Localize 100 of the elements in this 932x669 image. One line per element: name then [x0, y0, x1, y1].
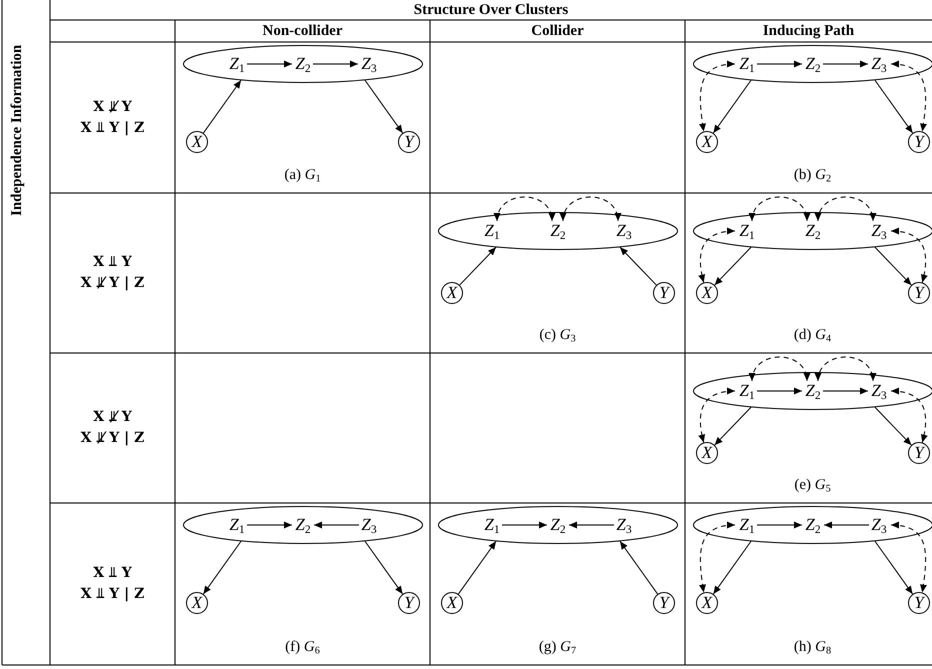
arrow	[756, 60, 802, 68]
cluster-ellipse	[438, 506, 678, 544]
dashed-arrow	[699, 61, 736, 132]
arrow	[822, 388, 868, 394]
variable-circle: Y	[398, 592, 420, 614]
figure-caption: (a) G$_{1}$	[283, 166, 322, 185]
column-header: Collider	[530, 22, 585, 41]
arrow	[874, 406, 912, 446]
arrow	[712, 80, 752, 134]
dashed-arrow	[698, 388, 736, 444]
arrow	[822, 60, 868, 68]
variable-label: Z$_{3}$	[865, 54, 893, 74]
variable-circle: X	[696, 592, 718, 614]
column-header: Non-collider	[262, 22, 344, 41]
variable-circle: X	[696, 442, 718, 464]
variable-circle: X	[696, 131, 718, 153]
variable-circle: Y	[908, 131, 930, 153]
arrow	[874, 80, 914, 134]
arrow	[824, 522, 870, 528]
arrow	[202, 540, 242, 595]
arrow	[714, 246, 752, 286]
dashed-arrow	[750, 356, 810, 382]
figure-caption: (b) G$_{2}$	[792, 166, 832, 185]
variable-circle: X	[696, 282, 718, 304]
figure-caption: (c) G$_{3}$	[538, 326, 577, 345]
variable-label: Z$_{3}$	[865, 515, 893, 535]
arrow	[568, 522, 614, 528]
arrow	[202, 80, 242, 134]
arrow	[246, 60, 292, 68]
arrow	[314, 522, 360, 528]
variable-label: Z$_{3}$	[355, 54, 383, 74]
variable-label: Z$_{1}$	[733, 221, 761, 241]
variable-label: Z$_{1}$	[733, 515, 761, 535]
variable-label: Z$_{2}$	[799, 54, 827, 74]
cluster-ellipse	[183, 45, 423, 83]
variable-label: Z$_{1}$	[223, 54, 251, 74]
cluster-ellipse	[183, 506, 423, 544]
dashed-arrow	[816, 356, 876, 382]
arrow	[756, 388, 802, 394]
variable-label: Z$_{1}$	[733, 381, 761, 401]
dashed-arrow	[890, 228, 928, 284]
cluster-ellipse	[438, 212, 678, 250]
dashed-arrow	[750, 196, 810, 222]
row-group-header: Independence Information	[8, 43, 26, 218]
independence-statement: X ⫫ Y	[92, 564, 133, 583]
dashed-arrow	[890, 388, 928, 444]
table-title: Structure Over Clusters	[412, 1, 570, 20]
independence-statement: X ⫫̸ Y	[92, 408, 133, 427]
arrow	[874, 246, 912, 286]
dashed-arrow	[816, 196, 876, 222]
variable-label: Z$_{3}$	[865, 221, 893, 241]
arrow	[312, 60, 358, 68]
figure-caption: (e) G$_{5}$	[793, 476, 832, 495]
variable-circle: Y	[908, 442, 930, 464]
variable-label: Z$_{2}$	[799, 381, 827, 401]
column-header: Inducing Path	[762, 22, 856, 41]
variable-label: Z$_{2}$	[799, 221, 827, 241]
arrow	[458, 540, 496, 595]
variable-circle: Y	[653, 592, 675, 614]
variable-circle: X	[186, 131, 208, 153]
dashed-arrow	[890, 522, 927, 594]
variable-label: Z$_{2}$	[289, 54, 317, 74]
arrow	[364, 540, 404, 595]
arrow	[620, 540, 658, 595]
variable-label: Z$_{1}$	[478, 221, 506, 241]
dashed-arrow	[890, 61, 927, 132]
variable-label: Z$_{3}$	[610, 221, 638, 241]
variable-label: Z$_{2}$	[544, 515, 572, 535]
figure-caption: (g) G$_{7}$	[538, 638, 578, 657]
arrow	[364, 80, 404, 134]
dashed-arrow	[560, 196, 620, 222]
independence-statement: X ⫫̸ Y | Z	[80, 429, 146, 448]
arrow	[714, 406, 752, 446]
arrow	[459, 246, 496, 286]
independence-statement: X ⫫ Y	[92, 253, 133, 272]
variable-circle: Y	[908, 282, 930, 304]
dashed-arrow	[698, 228, 736, 284]
arrow	[756, 522, 802, 528]
variable-circle: Y	[653, 282, 675, 304]
arrow	[502, 522, 548, 528]
figure-caption: (f) G$_{6}$	[284, 638, 321, 657]
independence-statement: X ⫫ Y | Z	[80, 118, 146, 138]
arrow	[874, 540, 914, 595]
variable-label: Z$_{1}$	[733, 54, 761, 74]
variable-label: Z$_{3}$	[355, 515, 383, 535]
variable-label: Z$_{1}$	[223, 515, 251, 535]
independence-statement: X ⫫̸ Y	[92, 98, 133, 116]
variable-circle: X	[441, 282, 463, 304]
arrow	[620, 246, 657, 286]
variable-label: Z$_{2}$	[799, 515, 827, 535]
variable-circle: X	[186, 592, 208, 614]
figure-caption: (h) G$_{8}$	[792, 638, 832, 657]
variable-circle: Y	[908, 592, 930, 614]
independence-statement: X ⫫ Y | Z	[80, 585, 146, 604]
dashed-arrow	[699, 522, 736, 594]
variable-circle: X	[441, 592, 463, 614]
variable-label: Z$_{1}$	[478, 515, 506, 535]
dashed-arrow	[494, 196, 554, 222]
variable-label: Z$_{3}$	[610, 515, 638, 535]
arrow	[712, 540, 752, 595]
